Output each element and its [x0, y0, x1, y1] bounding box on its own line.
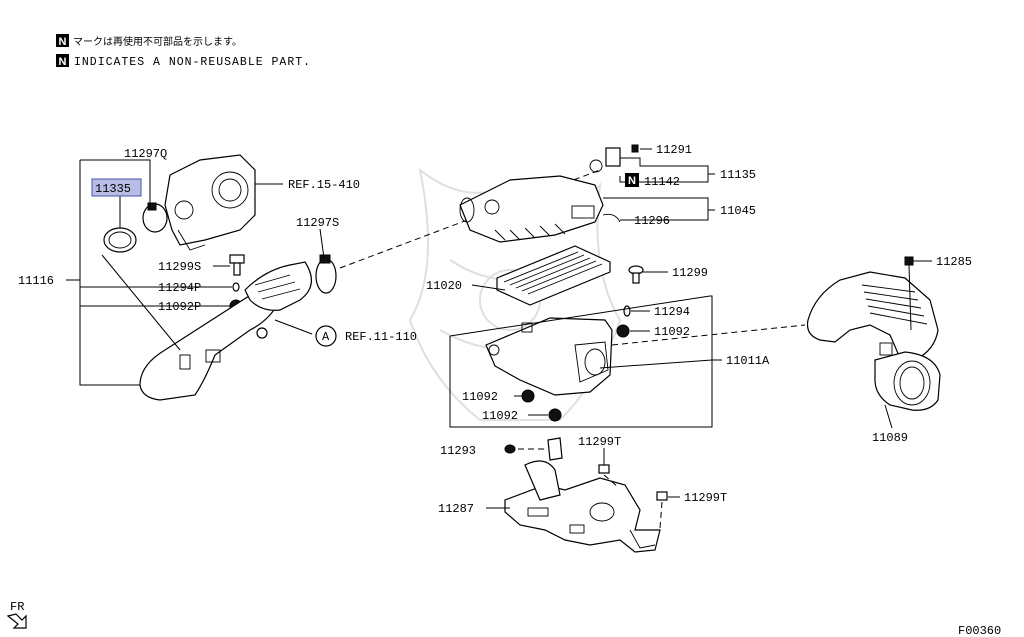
label-11294: 11294	[654, 305, 690, 319]
label-11092-c: 11092	[482, 409, 518, 423]
hose-clamp-11297s	[315, 258, 337, 294]
legend-note-japanese: マークは再使用不可部品を示します。	[73, 35, 242, 48]
turbo-inlet-ring	[211, 171, 249, 209]
air-duct-11089	[806, 271, 939, 361]
front-arrow-icon	[6, 613, 27, 629]
label-11092-a: 11092	[654, 325, 690, 339]
reference-circle-a	[315, 325, 337, 347]
clip-11293	[504, 444, 516, 454]
label-11293: 11293	[440, 444, 476, 458]
grommet-11092a	[616, 324, 630, 338]
bracket-assembly	[504, 437, 668, 553]
label-11297q: 11297Q	[124, 147, 167, 161]
label-11285: 11285	[936, 255, 972, 269]
label-11299: 11299	[672, 266, 708, 280]
legend-note-english: INDICATES A NON-REUSABLE PART.	[74, 56, 311, 69]
label-11020: 11020	[426, 279, 462, 293]
air-cleaner-case-11011a	[485, 317, 613, 396]
intake-pipe-11116	[139, 289, 281, 401]
label-reference-a: A	[322, 330, 330, 344]
label-11045: 11045	[720, 204, 756, 218]
label-11294p: 11294P	[158, 281, 201, 295]
label-11116: 11116	[18, 274, 54, 288]
badge-letter: N	[59, 36, 67, 48]
label-11092p: 11092P	[158, 300, 201, 314]
label-11291: 11291	[656, 143, 692, 157]
clip-11285	[904, 256, 914, 266]
label-11142: 11142	[644, 175, 680, 189]
legend: N マークは再使用不可部品を示します。 N INDICATES A NON-RE…	[56, 34, 311, 69]
air-duct-assembly	[806, 256, 941, 411]
figure-code: F00360	[958, 624, 1001, 637]
bolt-11299t-b	[656, 491, 668, 501]
bracket-upper-arm	[524, 460, 561, 501]
grommet-11294	[623, 305, 631, 317]
label-11299t-b: 11299T	[684, 491, 727, 505]
label-11296: 11296	[634, 214, 670, 228]
non-reusable-badge	[56, 34, 69, 47]
label-11335: 11335	[95, 182, 131, 196]
screw-11291	[631, 144, 639, 153]
grommet-11092b	[521, 389, 535, 403]
front-direction-indicator: FR	[6, 600, 27, 629]
label-ref-11-110: REF.11-110	[345, 330, 417, 344]
center-leader-lines	[449, 148, 806, 428]
label-11089: 11089	[872, 431, 908, 445]
label-11092-b: 11092	[462, 390, 498, 404]
label-11299t-a: 11299T	[578, 435, 621, 449]
airflow-sensor-11135	[605, 147, 621, 167]
label-fr: FR	[10, 600, 24, 614]
non-reusable-badge-11142	[625, 173, 639, 187]
clip-11296	[602, 213, 621, 223]
label-11011a: 11011A	[726, 354, 770, 368]
bracket-leader-lines	[486, 448, 680, 529]
badge-letter: N	[59, 56, 67, 68]
badge-letter: N	[628, 175, 636, 187]
highlighted-part-11335[interactable]	[91, 178, 142, 197]
o-ring-11142	[589, 159, 603, 173]
turbocharger-housing	[164, 154, 256, 246]
air-filter-element-11020	[496, 245, 611, 306]
non-reusable-badge	[56, 54, 69, 67]
label-11287: 11287	[438, 502, 474, 516]
label-11135: 11135	[720, 168, 756, 182]
air-cleaner-cover-11045	[459, 175, 604, 243]
air-cleaner-assembly	[459, 144, 644, 422]
label-11299s: 11299S	[158, 260, 201, 274]
grommet-11092c	[548, 408, 562, 422]
grommet-11294p	[232, 282, 240, 292]
bolt-11299s	[229, 254, 245, 264]
bolt-11299t-a	[598, 464, 610, 474]
label-11297s: 11297S	[296, 216, 339, 230]
label-ref-15-410: REF.15-410	[288, 178, 360, 192]
turbo-inlet-inner	[218, 178, 242, 202]
turbo-inlet-assembly	[103, 154, 337, 401]
